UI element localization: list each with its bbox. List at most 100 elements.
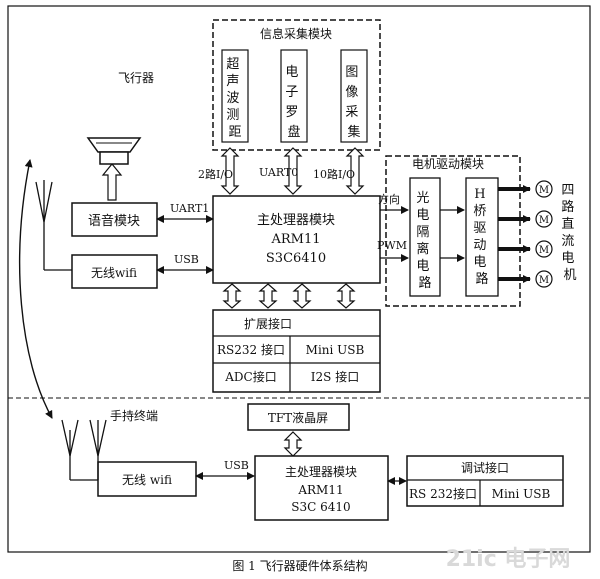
four-motor-label: 四 路 直 流 电 机 [561, 183, 578, 283]
image-capture-box [340, 49, 368, 143]
compass-char-4: 盘 [287, 124, 300, 140]
opto-char-4: 离 [416, 241, 429, 257]
motor-icons: M M M M [535, 180, 553, 288]
tft-label: TFT液晶屏 [268, 410, 328, 425]
handheld-cpu-box [254, 455, 389, 521]
hbridge-char-3: 驱 [473, 221, 486, 236]
debug-miniusb: Mini USB [492, 487, 551, 501]
opto-char-2: 电 [416, 208, 429, 223]
opto-hbridge-links [440, 206, 465, 262]
figure-caption: 图 1 飞行器硬件体系结构 [232, 558, 367, 573]
label-pwm: PWM [377, 239, 407, 252]
opto-char-6: 路 [418, 275, 431, 291]
motor-symbol-1: M [539, 185, 549, 196]
main-cpu-line1: 主处理器模块 [257, 213, 335, 228]
info-cpu-arrows [220, 147, 365, 195]
image-char-2: 像 [345, 85, 358, 100]
motor-links [498, 185, 531, 283]
hbridge-box [465, 177, 499, 297]
image-char-4: 集 [347, 124, 360, 140]
compass-char-3: 罗 [285, 105, 298, 120]
voice-module-box [71, 202, 158, 237]
hbridge-char-2: 桥 [473, 204, 486, 219]
opto-box [409, 177, 441, 297]
label-usb-bottom: USB [224, 459, 249, 472]
image-char-3: 采 [345, 105, 358, 120]
hbridge-label: H 桥 驱 动 电 路 [473, 187, 490, 287]
handheld-cpu-line2: ARM11 [297, 483, 343, 497]
ultrasonic-box [221, 49, 249, 143]
hbridge-char-5: 电 [473, 255, 486, 270]
motor-side-char-5: 电 [561, 251, 574, 266]
tft-cpu-arrow [283, 431, 303, 457]
info-module-title: 信息采集模块 [260, 26, 332, 41]
debug-box [406, 455, 564, 507]
handheld-cpu-line3: S3C 6410 [291, 500, 350, 514]
main-cpu-line3: S3C6410 [266, 251, 326, 266]
expansion-box [212, 309, 381, 393]
opto-char-1: 光 [416, 191, 429, 206]
label-uart1: UART1 [170, 202, 209, 215]
tft-box [247, 403, 350, 431]
handheld-wifi-box [97, 461, 197, 497]
compass-char-1: 电 [285, 65, 298, 80]
outer-frame [7, 5, 591, 553]
ultrasonic-label: 超 声 波 测 距 [226, 57, 243, 140]
ultrasonic-char-3: 波 [226, 91, 239, 106]
wifi-top-label: 无线wifi [91, 266, 137, 280]
motor-symbol-4: M [539, 275, 549, 286]
wireless-link-arc [18, 159, 53, 419]
info-module-frame [212, 19, 381, 151]
label-usb-top: USB [174, 253, 199, 266]
expansion-i2s: I2S 接口 [311, 369, 359, 384]
ultrasonic-char-4: 测 [226, 108, 239, 123]
section-label-handheld: 手持终端 [110, 408, 158, 423]
expansion-miniusb: Mini USB [306, 343, 365, 357]
motor-module-frame [385, 155, 521, 307]
watermark: 21ic 电子网 [446, 547, 571, 572]
debug-rs232: RS 232接口 [409, 486, 477, 501]
label-10io: 10路I/O [313, 168, 355, 181]
label-dir: 方向 [378, 192, 400, 206]
expansion-adc: ADC接口 [224, 369, 276, 384]
antenna-top-icon [35, 180, 72, 271]
cpu-expansion-arrows [222, 283, 356, 309]
motor-side-char-1: 四 [561, 183, 574, 198]
expansion-title: 扩展接口 [244, 316, 292, 331]
opto-label: 光 电 隔 离 电 路 [416, 191, 433, 291]
handheld-wifi-label: 无线 wifi [122, 473, 172, 487]
motor-symbol-3: M [539, 245, 549, 256]
opto-char-3: 隔 [416, 225, 429, 240]
speaker-icon [86, 137, 142, 165]
ultrasonic-char-2: 声 [226, 74, 239, 89]
motor-symbol-2: M [539, 215, 549, 226]
section-label-aircraft: 飞行器 [118, 71, 154, 85]
motor-module-title: 电机驱动模块 [412, 157, 484, 171]
hbridge-char-4: 动 [473, 238, 486, 253]
voice-speaker-arrow [101, 163, 123, 201]
motor-side-char-2: 路 [561, 199, 574, 215]
wifi-top-box [71, 254, 158, 289]
main-cpu-box [212, 195, 381, 284]
motor-side-char-3: 直 [561, 217, 574, 232]
compass-label: 电 子 罗 盘 [285, 65, 302, 140]
opto-char-5: 电 [416, 259, 429, 274]
ultrasonic-char-1: 超 [226, 57, 239, 72]
image-capture-label: 图 像 采 集 [345, 65, 362, 140]
motor-side-char-6: 机 [563, 268, 576, 283]
compass-char-2: 子 [285, 85, 298, 100]
label-uart0: UART0 [259, 166, 298, 179]
handheld-cpu-line1: 主处理器模块 [285, 465, 357, 479]
main-cpu-line2: ARM11 [270, 232, 320, 247]
motor-side-char-4: 流 [561, 234, 574, 249]
debug-title: 调试接口 [461, 460, 509, 475]
label-2io: 2路I/O [198, 168, 233, 181]
compass-box [280, 49, 308, 143]
hbridge-char-1: H [474, 187, 485, 202]
antenna-bottom-icon [61, 419, 107, 481]
voice-module-label: 语音模块 [88, 213, 140, 229]
ultrasonic-char-5: 距 [228, 125, 241, 140]
image-char-1: 图 [345, 65, 358, 80]
expansion-rs232: RS232 接口 [217, 342, 285, 357]
